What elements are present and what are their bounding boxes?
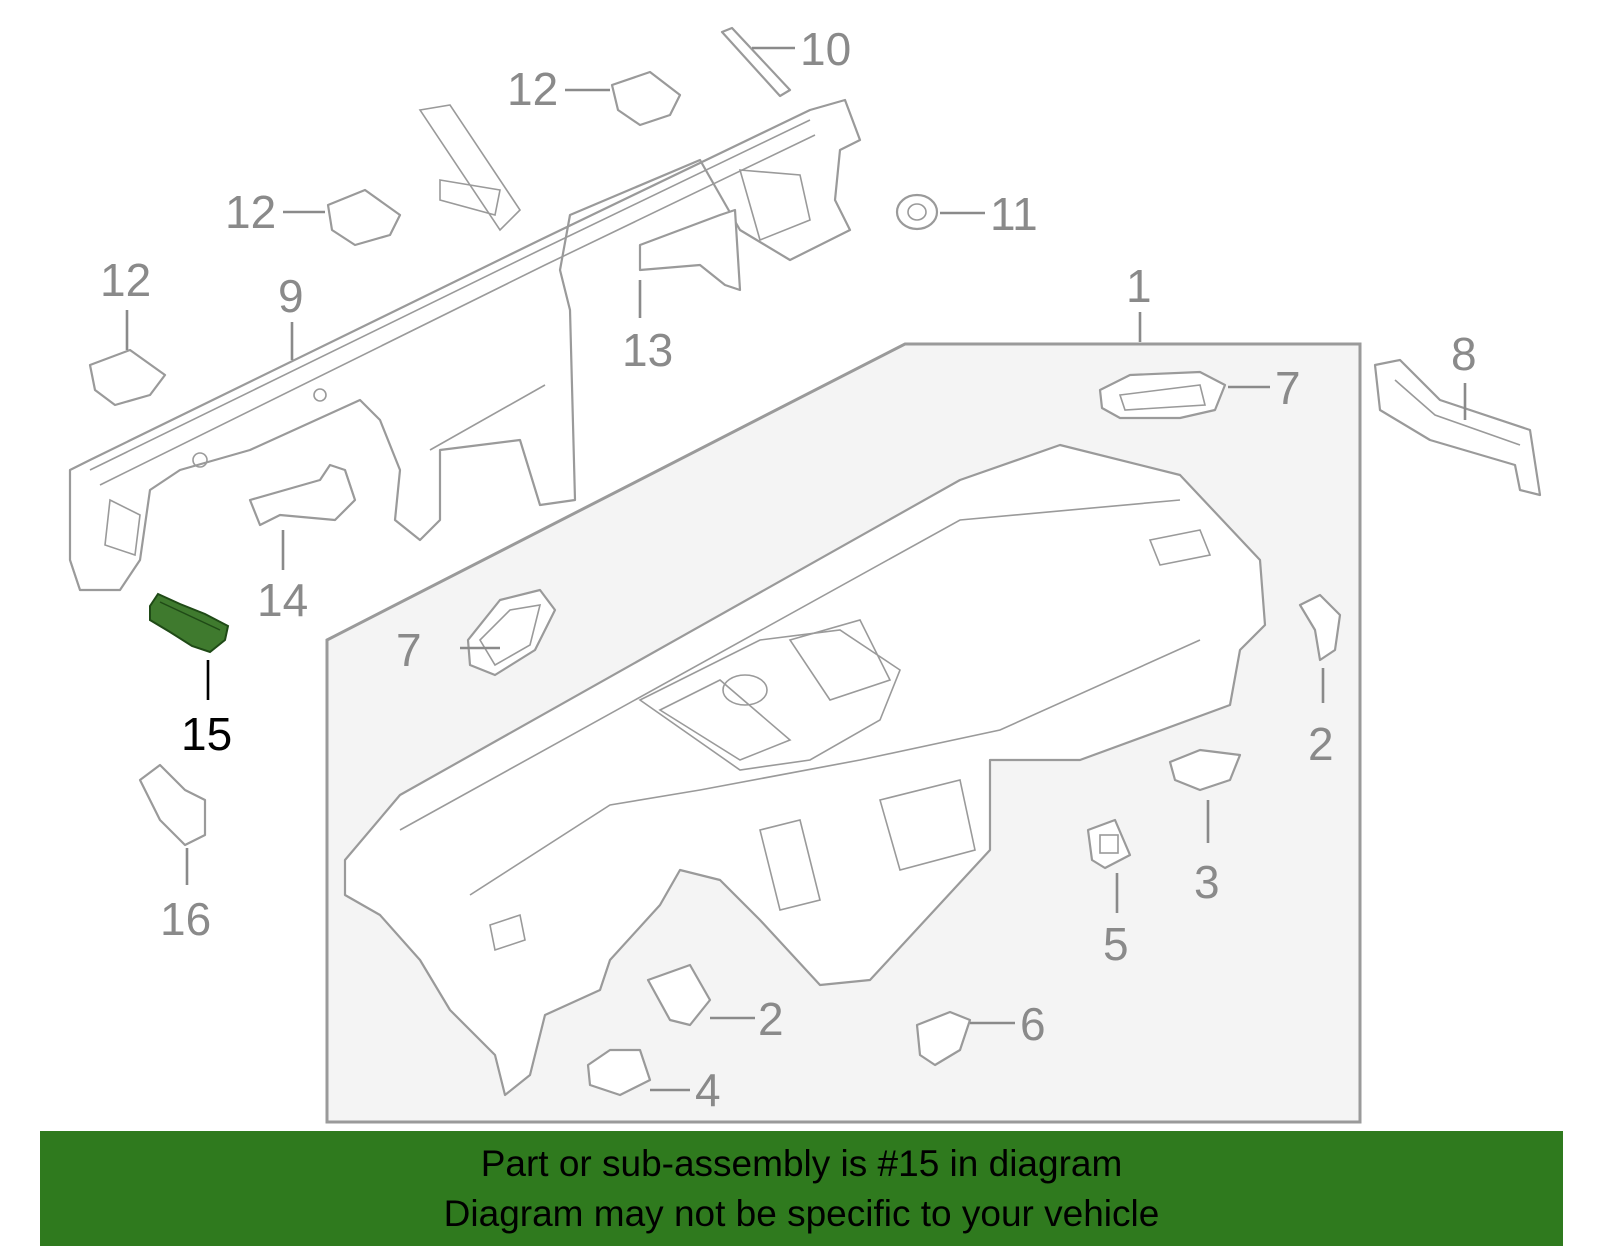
callout-10: 10	[800, 23, 851, 75]
callout-labels: 1 2 2 3 4 5 6 7 7 8 9 10 11 12 12 12 13 …	[100, 23, 1477, 1116]
callout-12-top: 12	[507, 63, 558, 115]
part-12-b	[326, 188, 402, 247]
callout-2-right: 2	[1308, 718, 1334, 770]
part-11	[895, 193, 939, 231]
part-3	[1168, 748, 1242, 792]
banner-line-1: Part or sub-assembly is #15 in diagram	[480, 1143, 1123, 1184]
part-12-a	[610, 70, 682, 127]
vent-7-right	[1098, 370, 1227, 420]
dashboard-body	[343, 443, 1267, 1097]
callout-15: 15	[181, 708, 232, 760]
callout-lines	[125, 46, 1467, 1092]
callout-1: 1	[1126, 260, 1152, 312]
cross-car-beam	[68, 98, 862, 592]
callout-13: 13	[622, 324, 673, 376]
callout-7-right: 7	[1275, 362, 1301, 414]
callout-9: 9	[278, 270, 304, 322]
callout-7-left: 7	[396, 624, 422, 676]
callout-11: 11	[990, 188, 1038, 240]
callout-16: 16	[160, 893, 211, 945]
part-4	[586, 1048, 652, 1097]
callout-2-bottom: 2	[758, 993, 784, 1045]
callout-8: 8	[1451, 328, 1477, 380]
part-14	[248, 463, 357, 527]
part-5	[1086, 818, 1132, 870]
info-banner: Part or sub-assembly is #15 in diagram D…	[40, 1131, 1563, 1246]
callout-12-middle: 12	[225, 186, 276, 238]
part-8	[1373, 358, 1542, 497]
part-6	[915, 1010, 972, 1067]
vent-7-left	[466, 588, 557, 677]
part-16	[138, 763, 207, 847]
part-2-bottom	[646, 963, 712, 1027]
callout-5: 5	[1103, 918, 1129, 970]
banner-line-2: Diagram may not be specific to your vehi…	[443, 1193, 1160, 1234]
callout-6: 6	[1020, 998, 1046, 1050]
part-10	[720, 26, 792, 98]
part-15-highlighted[interactable]	[149, 592, 230, 654]
callout-12-left: 12	[100, 254, 151, 306]
part-2-right	[1298, 593, 1342, 662]
part-12-c	[88, 348, 167, 407]
part-13	[638, 208, 742, 292]
callout-4: 4	[695, 1064, 721, 1116]
callout-3: 3	[1194, 856, 1220, 908]
callout-14: 14	[257, 574, 308, 626]
